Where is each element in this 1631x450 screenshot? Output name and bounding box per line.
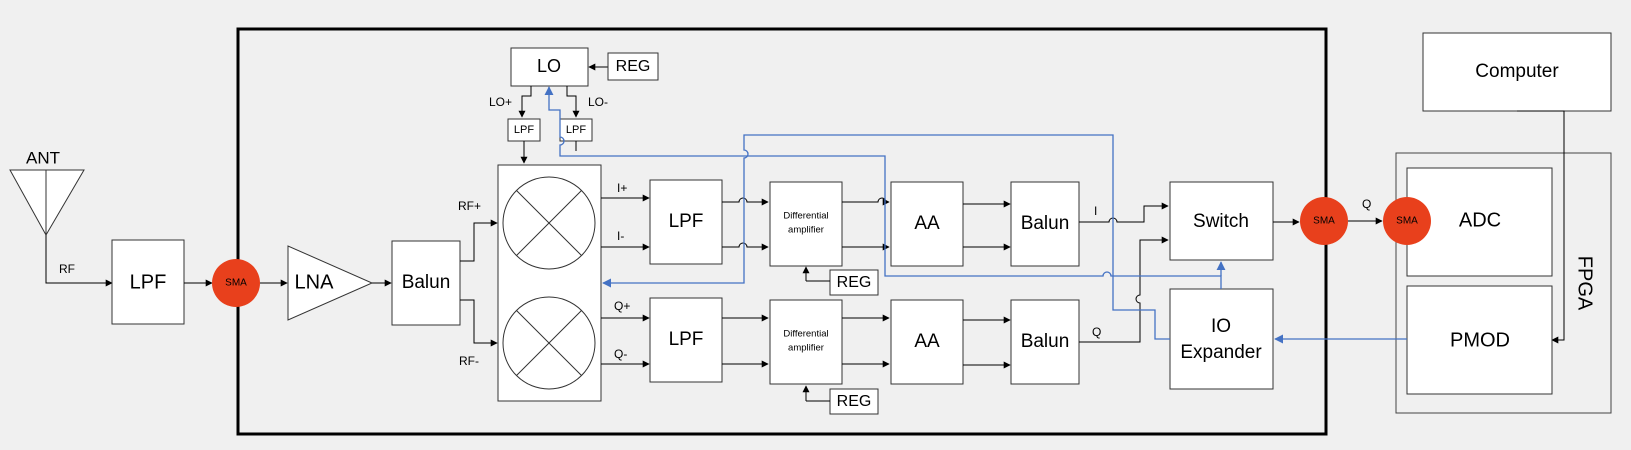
rf-label: RF [59,262,75,276]
io-to-mixer-wire [602,134,1170,340]
i-balun-block [1010,181,1080,267]
input-lpf-label: LPF [130,271,167,293]
io-expander-block [1169,288,1274,390]
lo-label: LO [537,56,561,76]
i-reg-block [829,269,879,296]
sma-input-connector [212,259,260,307]
q-balun-block [1010,299,1080,385]
i-aa-label: AA [914,213,940,234]
i-aa-block [890,181,964,267]
i-plus-label: I+ [617,181,627,195]
antenna-icon [9,169,85,237]
q-balun-label: Balun [1021,331,1070,352]
q-diff-amp-block [769,299,843,385]
lna-block [287,245,374,321]
sma-adc-connector [1383,197,1431,245]
lo-block [510,47,589,87]
i-diff-amp-block [769,181,843,267]
lo-reg-block [607,52,659,81]
sma-output-connector [1300,197,1348,245]
i-minus-label: I- [617,229,624,243]
q-minus-label: Q- [614,347,627,361]
lo-minus-label: LO- [588,95,608,109]
rf-minus-label: RF- [459,354,479,368]
computer-label: Computer [1475,61,1559,82]
i-reg-label: REG [837,274,872,291]
io-expander-line1: IO [1211,316,1231,337]
pmod-block [1406,285,1553,395]
q-reg-label: REG [837,393,872,410]
lo-plus-label: LO+ [489,95,512,109]
i-diff-amp-line1: Differential [783,211,828,222]
pmod-label: PMOD [1450,329,1510,351]
q-aa-label: AA [914,331,940,352]
fpga-board-frame [1395,152,1612,414]
q-lpf-block [649,297,723,383]
q-link-label: Q [1362,197,1371,211]
input-balun-label: Balun [402,272,451,293]
q-lpf-label: LPF [669,329,704,350]
q-reg-block [829,388,879,415]
rf-plus-label: RF+ [458,199,481,213]
fpga-label: FPGA [1574,256,1596,311]
io-to-switch-wire [544,86,1222,289]
lo-minus-lpf-label: LPF [566,124,586,136]
sma-input-label: SMA [225,278,247,289]
input-balun-block [391,240,461,326]
sma-output-label: SMA [1313,216,1335,227]
q-output-label: Q [1092,325,1101,339]
ant-label: ANT [26,148,60,167]
q-diff-amp-line1: Differential [783,329,828,340]
q-mixer-icon [502,296,596,390]
lo-plus-lpf-label: LPF [514,124,534,136]
sma-adc-label: SMA [1396,216,1418,227]
lna-label: LNA [295,271,335,293]
adc-block [1406,167,1553,277]
q-plus-label: Q+ [614,299,630,313]
q-diff-amp-line2: amplifier [788,343,824,354]
adc-label: ADC [1459,209,1501,231]
i-output-label: I [1094,204,1097,218]
i-balun-label: Balun [1021,213,1070,234]
i-mixer-icon [502,176,596,270]
switch-label: Switch [1193,211,1249,232]
i-lpf-label: LPF [669,211,704,232]
input-lpf-block [111,239,185,325]
i-diff-amp-line2: amplifier [788,225,824,236]
switch-block [1169,181,1274,261]
q-aa-block [890,299,964,385]
lo-reg-label: REG [616,58,651,75]
i-lpf-block [649,179,723,265]
io-expander-line2: Expander [1180,342,1262,363]
